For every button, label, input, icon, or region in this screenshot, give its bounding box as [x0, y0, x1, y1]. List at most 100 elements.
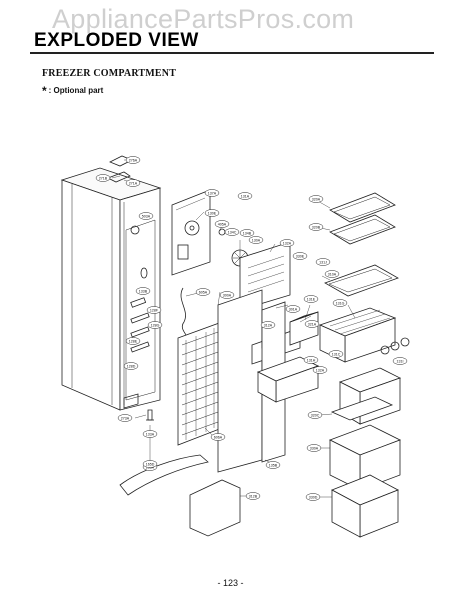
drawer-basket — [329, 424, 401, 491]
callout-131g: 131G — [332, 299, 348, 307]
callout-label: 405A — [218, 222, 227, 226]
callout-label: 273A — [121, 416, 130, 420]
callout-330d: 330D — [305, 493, 321, 501]
callout-128g: 128G — [147, 321, 163, 329]
callout-label: 330E — [296, 254, 305, 258]
callout-273a: 273A — [117, 414, 133, 422]
second-shelf — [329, 214, 396, 245]
callout-label: 131A — [241, 194, 250, 198]
callout-321a: 321A — [304, 320, 320, 328]
callout-label: 128G — [151, 323, 160, 327]
callout-label: 320B — [312, 225, 321, 229]
callout-label: 312B — [249, 494, 258, 498]
callout-131a: 131A — [237, 192, 253, 200]
callout-128f: 128F — [146, 306, 162, 314]
bottom-cover — [189, 479, 241, 537]
callout-131i: 131I — [392, 357, 408, 365]
lower-basket — [331, 474, 399, 538]
cabinet-body — [60, 167, 162, 411]
small-tray — [330, 396, 394, 421]
callout-130a: 130A — [248, 236, 264, 244]
callout-330e: 330E — [292, 252, 308, 260]
callout-128e: 128E — [125, 337, 141, 345]
callout-605a: 605A — [195, 288, 211, 296]
callout-label: 300A — [223, 293, 232, 297]
callout-label: 503A — [142, 214, 151, 218]
callout-label: 137A — [208, 191, 217, 195]
callout-label: 131G — [336, 301, 345, 305]
callout-label: 131J — [319, 260, 327, 264]
heater-wire — [180, 287, 188, 341]
callout-label: 271A — [129, 181, 138, 185]
callout-130e: 130E — [204, 209, 220, 217]
callout-128d: 128D — [123, 362, 139, 370]
callout-276a: 276A — [125, 156, 141, 164]
callout-320c: 320C — [307, 411, 323, 419]
callout-label: 301A — [289, 307, 298, 311]
section-heading: FREEZER COMPARTMENT — [42, 68, 177, 79]
callout-134c: 134C — [224, 228, 240, 236]
callout-label: 320A — [312, 197, 321, 201]
callout-310a: 310A — [324, 270, 340, 278]
callout-133b: 133B — [135, 287, 151, 295]
callout-label: 135B — [269, 463, 278, 467]
callout-label: 330A — [310, 446, 319, 450]
callout-330a: 330A — [306, 444, 322, 452]
callout-label: 128D — [127, 364, 136, 368]
callout-label: 134C — [228, 230, 237, 234]
callout-320b: 320B — [308, 223, 324, 231]
callout-label: 132A — [316, 368, 325, 372]
leveling-foot — [146, 409, 154, 421]
callout-label: 330D — [309, 495, 318, 499]
callout-132a-lower: 132A — [312, 366, 328, 374]
callout-134b: 134B — [239, 229, 255, 237]
third-shelf — [324, 264, 399, 297]
callout-label: 605A — [199, 290, 208, 294]
title-underline — [30, 52, 434, 54]
watermark: AppliancePartsPros.com — [52, 4, 355, 34]
callout-131h: 131H — [303, 356, 319, 364]
callout-label: 134B — [243, 231, 252, 235]
callout-label: 132A — [283, 241, 292, 245]
back-panel — [217, 289, 263, 473]
mid-crisper — [256, 356, 320, 403]
callout-label: 130A — [252, 238, 261, 242]
page-title: EXPLODED VIEW — [34, 30, 199, 51]
deflector-bar — [119, 454, 209, 496]
callout-label: 128F — [150, 308, 159, 312]
optional-text: : Optional part — [48, 86, 104, 95]
callout-271b: 271B — [95, 174, 111, 182]
callout-131e: 131E — [303, 295, 319, 303]
callout-301a: 301A — [285, 305, 301, 313]
page-number: - 123 - — [217, 578, 244, 588]
top-shelf — [329, 192, 396, 223]
callout-label: 165D — [146, 462, 155, 466]
evaporator — [177, 321, 223, 446]
callout-label: 131I — [397, 359, 404, 363]
optional-marker: * — [42, 84, 47, 98]
callout-320a: 320A — [308, 195, 324, 203]
callout-label: 130E — [208, 211, 217, 215]
callout-133a: 133A — [142, 430, 158, 438]
callout-label: 271B — [99, 176, 108, 180]
callout-label: 128E — [129, 339, 138, 343]
callout-312b: 312B — [245, 492, 261, 500]
callout-label: 131E — [307, 297, 316, 301]
callout-606a: 606A — [210, 433, 226, 441]
callout-271a: 271A — [125, 179, 141, 187]
callout-132a: 132A — [279, 239, 295, 247]
callout-165d: 165D — [142, 460, 158, 468]
optional-part-note: *: Optional part — [42, 84, 103, 98]
callout-131j: 131J — [315, 258, 331, 266]
callout-135b: 135B — [265, 461, 281, 469]
callout-label: 320C — [311, 413, 320, 417]
callout-label: 606A — [214, 435, 223, 439]
callout-label: 133B — [139, 289, 148, 293]
callout-label: 276A — [129, 158, 138, 162]
callout-label: 131H — [307, 358, 316, 362]
callout-label: 310A — [328, 272, 337, 276]
callout-label: 321A — [308, 322, 317, 326]
callout-405a: 405A — [214, 220, 230, 228]
